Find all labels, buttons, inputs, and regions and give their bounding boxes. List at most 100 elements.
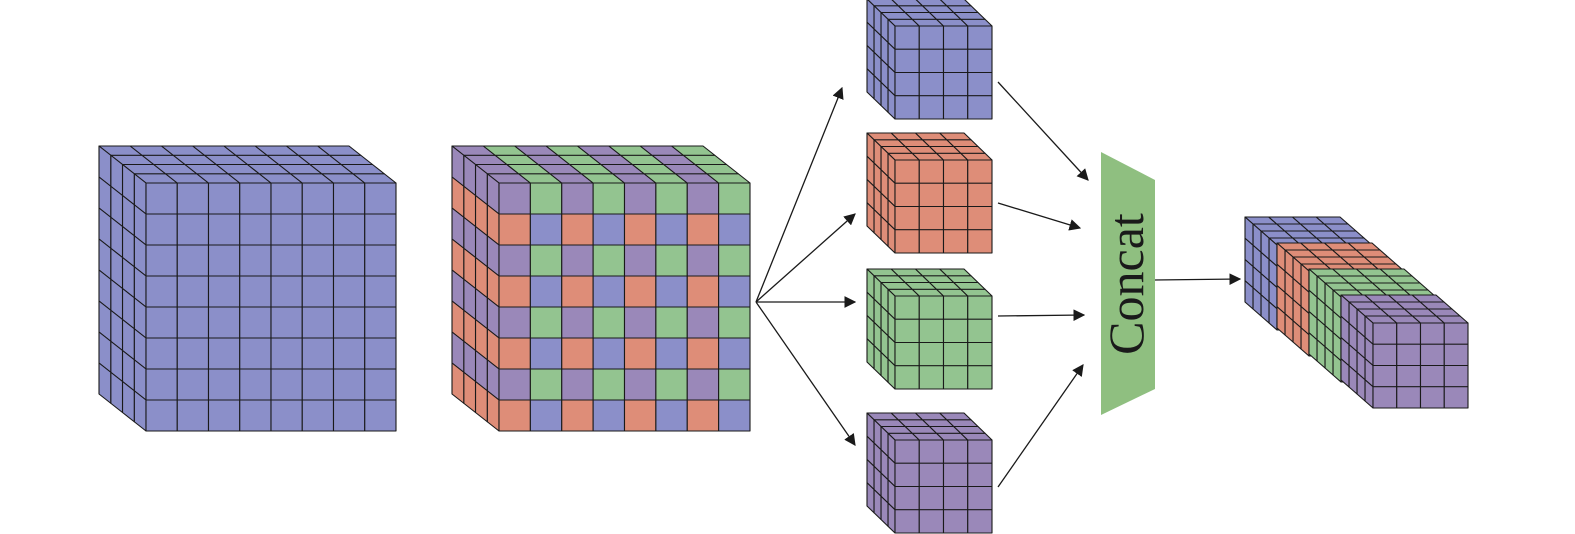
input-block-front-cell xyxy=(176,399,210,432)
input-block-front-cell xyxy=(145,275,178,308)
dilated-block-front-cell xyxy=(592,368,626,401)
sub-block-salmon-front-cell xyxy=(942,229,969,254)
input-block-front-cell xyxy=(270,368,303,401)
sub-block-green-front-cell xyxy=(942,295,969,320)
sub-block-blue-front-cell xyxy=(942,71,969,97)
sub-block-green-front-cell xyxy=(967,295,993,320)
dilated-block-front-cell xyxy=(592,182,626,215)
dilated-block-front-cell xyxy=(655,275,688,308)
sub-block-blue-front-cell xyxy=(918,48,945,74)
input-block-front-cell xyxy=(239,399,272,432)
input-block-front-cell xyxy=(332,399,366,432)
sub-block-salmon-front-cell xyxy=(967,159,993,184)
dilated-block-front-cell xyxy=(718,368,751,401)
sub-block-green-front-cell xyxy=(918,295,945,320)
output-layer-purple-front-cell xyxy=(1443,386,1469,409)
input-block-front-cell xyxy=(239,368,272,401)
output-layer-purple-front-cell xyxy=(1443,364,1469,388)
output-layer-purple-front-cell xyxy=(1396,386,1422,409)
dilated-block-front-cell xyxy=(498,244,531,277)
dilated-block-front-cell xyxy=(498,275,531,308)
input-block-front-cell xyxy=(301,306,335,339)
dilated-block-top-cell xyxy=(671,145,716,156)
dilated-block-front-cell xyxy=(529,306,563,339)
input-block-front-cell xyxy=(239,244,272,277)
input-block-front-cell xyxy=(270,399,303,432)
sub-block-purple-front-cell xyxy=(894,439,920,464)
sub-block-blue-top-cell xyxy=(939,0,972,7)
input-block-side-cell xyxy=(98,362,112,404)
concat-trapezoid xyxy=(1101,152,1155,415)
dilated-block-front-cell xyxy=(529,182,563,215)
input-block-front-cell xyxy=(332,244,366,277)
dilated-block-front-cell xyxy=(686,275,720,308)
dilated-block-front-cell xyxy=(498,213,531,246)
dilated-block-front-cell xyxy=(655,337,688,370)
input-block-front-cell xyxy=(145,337,178,370)
input-block-front-cell xyxy=(239,337,272,370)
input-block-front-cell xyxy=(364,306,397,339)
arrows xyxy=(755,81,1242,488)
arrow-split-to-purple xyxy=(755,301,856,446)
dilated-block-front-cell xyxy=(686,213,720,246)
input-block-front-cell xyxy=(239,213,272,246)
input-block-front-cell xyxy=(207,337,241,370)
input-block-front-cell xyxy=(176,213,210,246)
input-block-front-cell xyxy=(176,182,210,215)
dilated-block-front-cell xyxy=(529,275,563,308)
sub-block-green-front-cell xyxy=(918,318,945,344)
arrow-split-to-blue xyxy=(755,86,844,303)
sub-block-purple-front-cell xyxy=(942,485,969,511)
input-block-front-cell xyxy=(176,244,210,277)
sub-block-blue-front-cell xyxy=(942,95,969,120)
arrow-split-to-salmon xyxy=(755,213,856,303)
sub-block-salmon-front-cell xyxy=(967,182,993,208)
sub-block-blue-front-cell xyxy=(894,48,920,74)
output-layer-blue-side-cell xyxy=(1244,280,1254,310)
input-block-front-cell xyxy=(145,182,178,215)
dilated-block-front-cell xyxy=(655,213,688,246)
sub-block-salmon-front-cell xyxy=(967,205,993,231)
output-layer-salmon-side-cell xyxy=(1276,306,1286,336)
dilated-block-front-cell xyxy=(686,368,720,401)
input-block-front-cell xyxy=(364,213,397,246)
input-block-front-cell xyxy=(176,275,210,308)
output-layer-green-top-cell xyxy=(1379,268,1413,277)
dilated-block-front-cell xyxy=(718,213,751,246)
input-block-front-cell xyxy=(332,306,366,339)
dilated-block-front-cell xyxy=(561,337,594,370)
sub-block-purple-front-cell xyxy=(967,439,993,464)
sub-block-blue-front-cell xyxy=(942,25,969,50)
dilated-block-front-cell xyxy=(718,182,751,215)
input-block-front-cell xyxy=(364,337,397,370)
input-block-front-cell xyxy=(332,368,366,401)
sub-block-salmon-front-cell xyxy=(894,159,920,184)
sub-block-green-front-cell xyxy=(918,341,945,367)
input-block-front-cell xyxy=(239,182,272,215)
input-block-front-cell xyxy=(207,306,241,339)
dilated-block-front-cell xyxy=(592,213,626,246)
input-block-front-cell xyxy=(207,368,241,401)
dilated-block-front-cell xyxy=(498,306,531,339)
dilated-block-front-cell xyxy=(561,368,594,401)
output-layer-purple-front-cell xyxy=(1372,322,1398,345)
sub-block-salmon-top-cell xyxy=(939,132,972,141)
dilated-block-front-cell xyxy=(529,213,563,246)
input-block-front-cell xyxy=(239,275,272,308)
output-layer-purple-front-cell xyxy=(1419,364,1445,388)
dilated-block-front-cell xyxy=(718,306,751,339)
dilated-block-front-cell xyxy=(718,337,751,370)
output-layer-purple-front-cell xyxy=(1372,343,1398,367)
sub-block-blue-front-cell xyxy=(918,25,945,50)
output-layer-purple xyxy=(1340,294,1469,409)
sub-block-salmon-front-cell xyxy=(942,159,969,184)
dilated-block-front-cell xyxy=(718,275,751,308)
sub-block-salmon-side-cell xyxy=(866,202,875,234)
dilated-block-front-cell xyxy=(561,275,594,308)
dilated-block-front-cell xyxy=(655,182,688,215)
input-block-front-cell xyxy=(207,182,241,215)
input-block-front-cell xyxy=(270,213,303,246)
sub-block-purple-side-cell xyxy=(866,482,875,514)
dilated-block-front-cell xyxy=(592,399,626,432)
dilated-block-front-cell xyxy=(529,337,563,370)
